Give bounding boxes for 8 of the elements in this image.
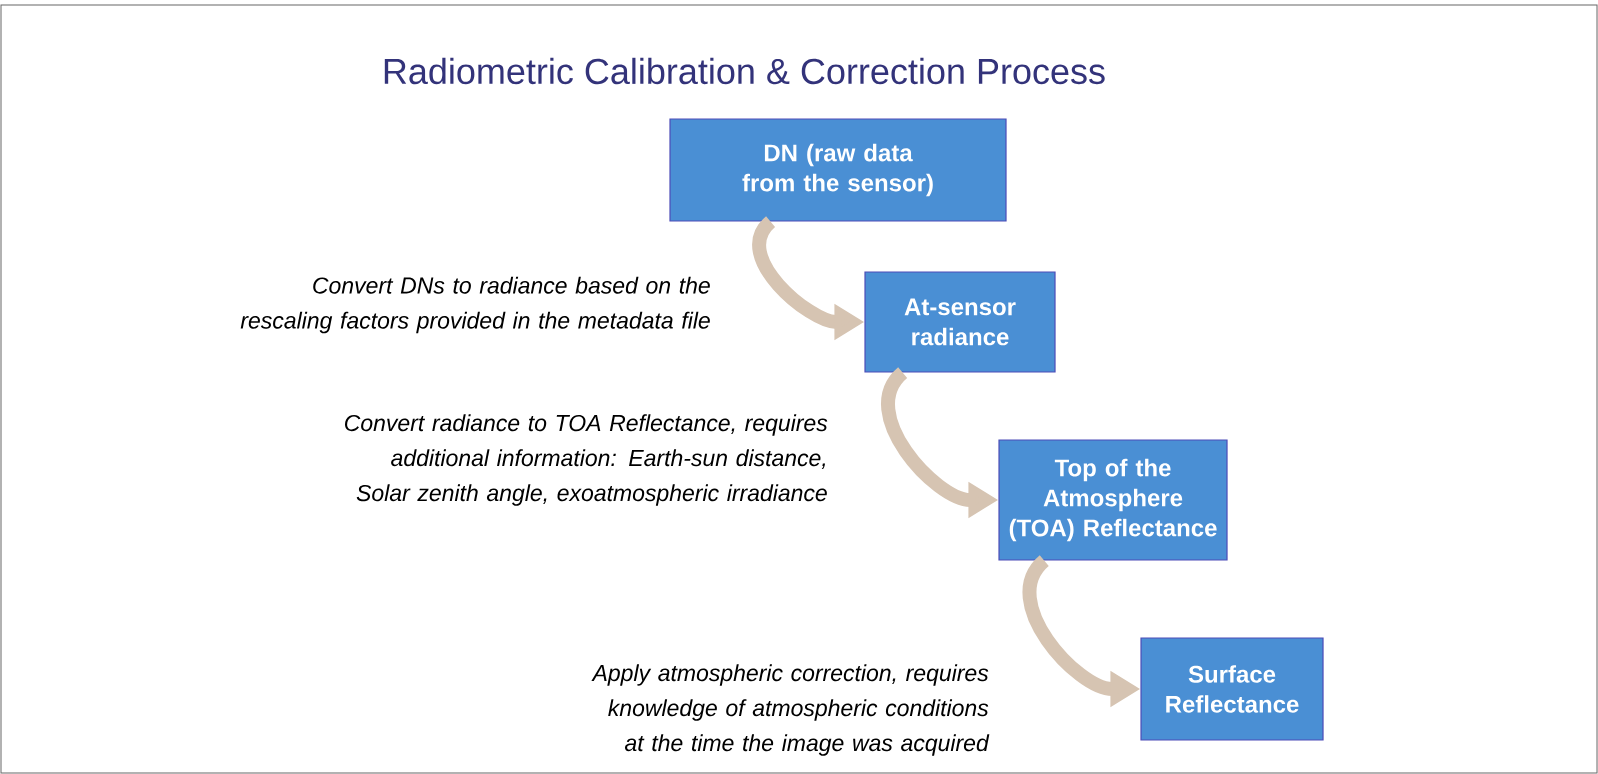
edge-label: Apply atmospheric correction, requires knowledge of atmospheric conditions at the time the image was acquired [591,664,990,756]
edge-label: Convert DNs to radiance based on the rescaling factors provided in the metadata file [240,276,710,334]
process-box: At-sensor radiance [864,271,1056,373]
process-box: Top of the Atmosphere (TOA) Reflectance [998,439,1228,561]
title: Radiometric Calibration & Correction Process [384,57,1105,85]
process-box: DN (raw data from the sensor) [669,118,1007,222]
edge-label: Convert radiance to TOA Reflectance, requires additional information: Earth-sun distance, Solar zenith angle, exoatmospheric irradiance [345,414,828,506]
process-box: Surface Reflectance [1140,637,1324,741]
